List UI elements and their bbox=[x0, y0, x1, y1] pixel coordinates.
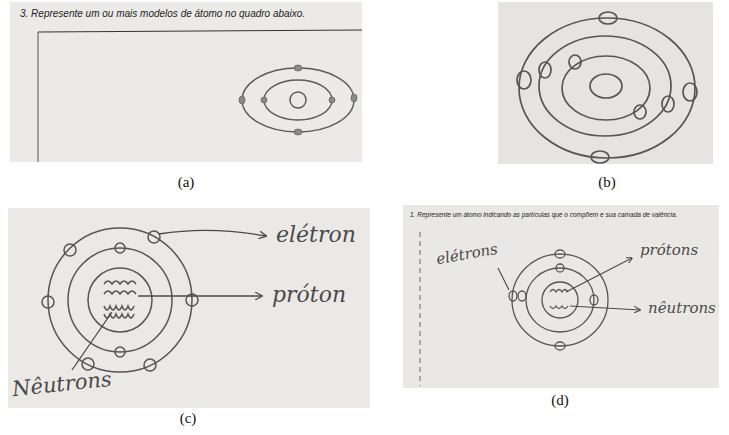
orbit-or-particle bbox=[599, 12, 617, 24]
particle-label: prótons bbox=[640, 242, 698, 259]
orbit-or-particle bbox=[542, 282, 578, 318]
orbit-or-particle bbox=[634, 105, 646, 119]
pencil-stroke bbox=[104, 306, 134, 310]
drawing-g bbox=[242, 68, 354, 132]
pencil-stroke bbox=[420, 232, 421, 386]
drawing-g bbox=[239, 65, 357, 135]
orbit-or-particle bbox=[512, 254, 608, 346]
orbit-or-particle bbox=[590, 295, 598, 305]
pencil-stroke bbox=[138, 295, 262, 296]
orbit-or-particle bbox=[261, 97, 267, 103]
pencil-stroke bbox=[550, 290, 568, 293]
orbit-or-particle bbox=[683, 83, 697, 101]
pencil-stroke bbox=[38, 30, 362, 32]
orbit-or-particle bbox=[294, 65, 302, 71]
orbit-or-particle bbox=[264, 80, 332, 120]
pencil-stroke bbox=[566, 258, 632, 292]
orbit-or-particle bbox=[148, 231, 160, 243]
panel-caption: (a) bbox=[178, 174, 195, 191]
orbit-or-particle bbox=[290, 92, 306, 108]
orbit-or-particle bbox=[509, 291, 517, 301]
drawing-g bbox=[72, 230, 266, 370]
orbit-or-particle bbox=[590, 74, 622, 98]
orbit-or-particle bbox=[351, 94, 357, 102]
drawing-g bbox=[509, 250, 608, 350]
pencil-stroke bbox=[104, 291, 136, 294]
orbit-or-particle bbox=[329, 97, 335, 103]
panel-caption: (d) bbox=[551, 392, 569, 409]
drawing-g bbox=[498, 258, 640, 310]
orbit-or-particle bbox=[518, 291, 526, 301]
orbit-or-particle bbox=[294, 129, 302, 135]
photo-panel bbox=[10, 2, 362, 162]
orbit-or-particle bbox=[539, 36, 671, 136]
pencil-stroke bbox=[38, 32, 39, 162]
orbit-or-particle bbox=[242, 68, 354, 132]
orbit-or-particle bbox=[562, 56, 650, 120]
drawing-g bbox=[517, 12, 697, 163]
pencil-stroke bbox=[159, 230, 266, 236]
orbit-or-particle bbox=[88, 268, 152, 332]
orbit-or-particle bbox=[64, 244, 76, 256]
particle-label: próton bbox=[272, 282, 346, 307]
orbit-or-particle bbox=[48, 228, 192, 372]
orbit-or-particle bbox=[526, 268, 594, 332]
pencil-stroke bbox=[104, 281, 136, 284]
panel-caption: (b) bbox=[598, 174, 616, 191]
photo-panel bbox=[403, 205, 719, 388]
drawing-g bbox=[42, 228, 198, 372]
orbit-or-particle bbox=[144, 359, 156, 371]
pencil-stroke bbox=[570, 306, 640, 310]
orbit-or-particle bbox=[517, 71, 531, 89]
orbit-or-particle bbox=[115, 243, 125, 253]
orbit-or-particle bbox=[68, 248, 172, 352]
orbit-or-particle bbox=[555, 250, 565, 258]
photo-panel bbox=[8, 208, 370, 408]
orbit-or-particle bbox=[555, 342, 565, 350]
pencil-stroke bbox=[550, 306, 568, 309]
orbit-or-particle bbox=[556, 264, 564, 272]
orbit-or-particle bbox=[42, 296, 54, 308]
orbit-or-particle bbox=[519, 18, 695, 158]
orbit-or-particle bbox=[539, 62, 551, 78]
pencil-stroke bbox=[498, 268, 509, 290]
orbit-or-particle bbox=[239, 96, 245, 104]
panel-caption: (c) bbox=[180, 410, 197, 427]
particle-label: nêutrons bbox=[648, 300, 716, 317]
pencil-stroke bbox=[72, 312, 112, 370]
orbit-or-particle bbox=[115, 347, 125, 357]
orbit-or-particle bbox=[569, 55, 581, 69]
orbit-or-particle bbox=[591, 151, 609, 163]
particle-label: elétron bbox=[276, 222, 356, 247]
question-text: 3. Represente um ou mais modelos de átom… bbox=[20, 8, 305, 20]
orbit-or-particle bbox=[662, 96, 674, 112]
photo-panel bbox=[498, 2, 713, 164]
question-text: 1. Represente um átomo indicando as part… bbox=[410, 211, 677, 218]
